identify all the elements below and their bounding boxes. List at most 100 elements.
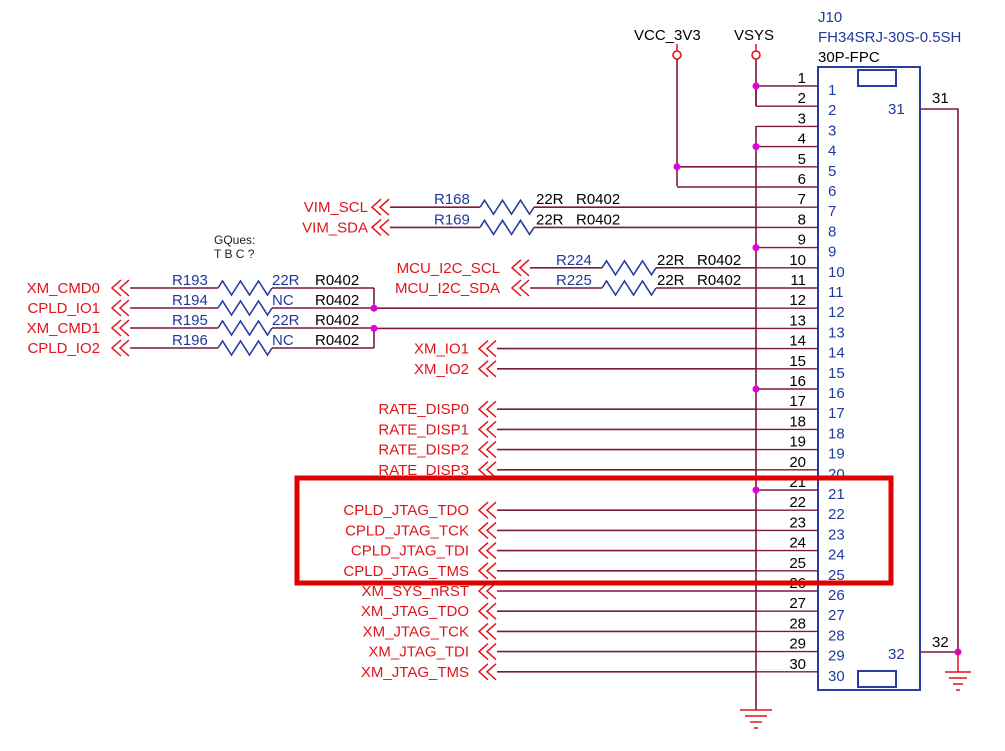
net-flag-icon [477,340,497,358]
pin-number-15: 15 [828,365,845,382]
net-flag-icon [477,420,497,438]
pin-number-23: 23 [828,526,845,543]
net-label: CPLD_JTAG_TCK [345,522,469,539]
net-number-14: 14 [789,333,806,350]
pin-number-12: 12 [828,304,845,321]
resistor-R194 [217,299,273,317]
net-number-1: 1 [798,70,806,87]
net-label: CPLD_JTAG_TDO [343,502,469,519]
net-label: XM_CMD0 [27,280,100,297]
net-flag-icon [477,602,497,620]
junction [673,163,681,171]
net-number-25: 25 [789,555,806,572]
net-label: CPLD_IO2 [27,340,100,357]
pin-number-24: 24 [828,547,845,564]
connector-body [817,66,921,691]
resistor-R193 [217,279,273,297]
pin-number-3: 3 [828,122,836,139]
pin-number-18: 18 [828,425,845,442]
pin-number-30: 30 [828,668,845,685]
pin-number-8: 8 [828,223,836,240]
resistor-package: R0402 [576,211,620,228]
net-label: RATE_DISP3 [378,462,469,479]
net-flag-icon [477,501,497,519]
net-flag-icon [477,461,497,479]
shield-pin-31: 31 [888,101,905,118]
net-flag-icon [477,582,497,600]
resistor-value: NC [272,332,294,349]
resistor-package: R0402 [315,272,359,289]
net-number-16: 16 [789,373,806,390]
net-number-11: 11 [790,272,806,289]
net-label: CPLD_IO1 [27,300,100,317]
resistor-package: R0402 [697,272,741,289]
net-label: MCU_I2C_SCL [397,260,500,277]
net-number-6: 6 [798,171,806,188]
shield-wire [920,108,959,652]
resistor-value: 22R [536,191,564,208]
net-flag-icon [110,319,130,337]
connector-ref: J10 [818,9,842,26]
pin-number-11: 11 [828,284,844,301]
net-number-5: 5 [798,151,806,168]
net-label: XM_JTAG_TDI [368,644,469,661]
net-label: RATE_DISP2 [378,442,469,459]
resistor-R168 [479,198,535,216]
resistor-R224 [601,259,657,277]
net-flag-icon [477,441,497,459]
net-number-18: 18 [789,413,806,430]
pin-number-28: 28 [828,627,845,644]
resistor-ref: R194 [172,292,208,309]
resistor-value: 22R [272,272,300,289]
pin-number-22: 22 [828,506,845,523]
net-label: VIM_SCL [304,199,368,216]
net-flag-icon [110,339,130,357]
net-number-3: 3 [798,110,806,127]
resistor-R196 [217,339,273,357]
resistor-value: 22R [536,211,564,228]
resistor-R169 [479,218,535,236]
vcc-label: VCC_3V3 [634,27,701,44]
pin-number-14: 14 [828,345,845,362]
net-number-24: 24 [789,535,806,552]
junction [752,486,760,494]
net-label: XM_JTAG_TDO [361,603,469,620]
resistor-package: R0402 [315,312,359,329]
net-label: CPLD_JTAG_TDI [351,543,469,560]
net-number-27: 27 [789,595,806,612]
net-number-28: 28 [789,615,806,632]
resistor-value: NC [272,292,294,309]
pin-number-9: 9 [828,244,836,261]
resistor-R195 [217,319,273,337]
junction [752,143,760,151]
net-number-23: 23 [789,514,806,531]
pin-number-2: 2 [828,102,836,119]
net-number-10: 10 [789,252,806,269]
net-label: CPLD_JTAG_TMS [343,563,469,580]
resistor-value: 22R [272,312,300,329]
note-line1: GQues: [214,233,255,247]
vsys-label: VSYS [734,27,774,44]
net-number-2: 2 [798,90,806,107]
junctions [370,82,760,494]
net-number-13: 13 [789,312,806,329]
net-flag-icon [477,521,497,539]
net-flag-icon [110,299,130,317]
net-flag-icon [477,663,497,681]
pin-number-25: 25 [828,567,845,584]
net-number-20: 20 [789,454,806,471]
net-flag-icon [370,198,390,216]
ground-icon [945,652,971,691]
pin-wires [677,85,818,673]
pin-number-21: 21 [828,486,845,503]
net-number-17: 17 [789,393,806,410]
pin-number-10: 10 [828,264,845,281]
net-flag-icon [510,259,530,277]
net-number-8: 8 [798,211,806,228]
net-flag-icon [477,400,497,418]
resistor-value: 22R [657,252,685,269]
net-label: XM_CMD1 [27,320,100,337]
resistor-ref: R224 [556,252,592,269]
connector-key-top [857,69,897,87]
